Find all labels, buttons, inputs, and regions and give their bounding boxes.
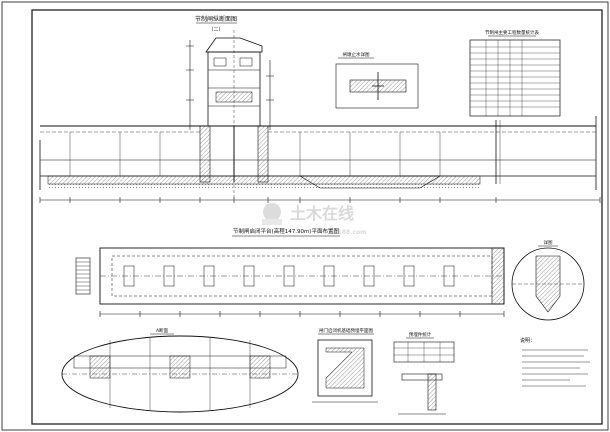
stairs [75,257,91,295]
notes-title: 说明： [520,337,535,344]
detail-waterstop-title: 闸墩止水详图 [343,51,370,58]
embed-table: 预埋件统计 [393,331,455,415]
embed-plan: 闸门启闭机基础预埋平面图 [312,327,378,403]
channel-floor-hatch [47,175,481,185]
detail-waterstop: 闸墩止水详图 [335,51,419,109]
watermark: 土木在线 co188.com [262,203,366,236]
watermark-logo-icon [262,203,282,225]
plan-main-title: 节制闸启闭平台(高程147.90m)平面布置图 [233,227,339,235]
inner-frame [31,9,603,425]
watermark-url: co188.com [330,229,366,236]
circle-detail: 详图 [511,239,585,321]
notes-block: 说明： [520,337,590,387]
ellipse-plan: A断面 [61,327,299,413]
section-main-title: 节制闸纵断面图 [195,15,237,23]
section-main-subtitle: （二） [208,27,223,33]
embed-table-title: 预埋件统计 [409,331,432,338]
watermark-text: 土木在线 [290,204,354,223]
quantity-table-title: 节制闸主要工程数量统计表 [485,29,539,36]
circle-detail-title: 详图 [544,239,553,246]
embed-plan-title: 闸门启闭机基础预埋平面图 [319,327,373,334]
longitudinal-section: 节制闸纵断面图 （二） [39,15,601,203]
plan-view: 节制闸启闭平台(高程147.90m)平面布置图 [75,227,505,317]
quantity-table: 节制闸主要工程数量统计表 [469,29,561,117]
ellipse-plan-title: A断面 [156,327,169,334]
